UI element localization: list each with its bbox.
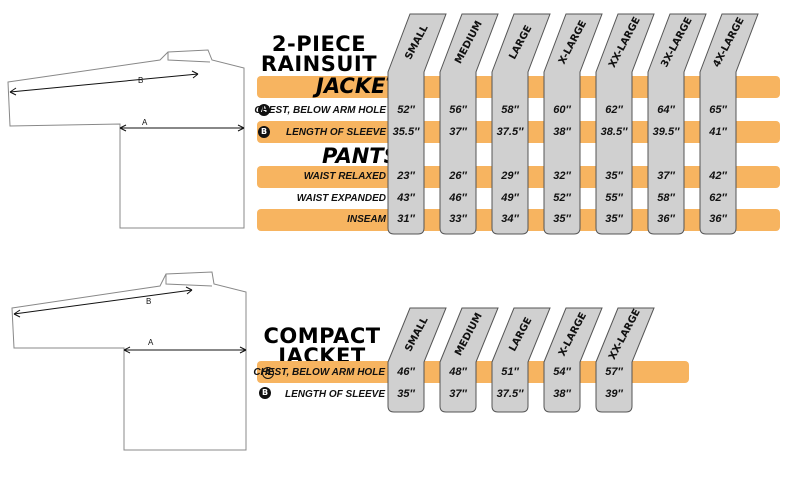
size-value: 60″ bbox=[553, 104, 571, 116]
size-value: 37″ bbox=[449, 388, 467, 400]
size-tab-shape bbox=[387, 13, 447, 235]
rainsuit-title-line1: 2-PIECE bbox=[271, 32, 367, 56]
size-value: 37″ bbox=[657, 170, 675, 182]
size-value: 56″ bbox=[449, 104, 467, 116]
compact-row-label-chest: CHEST, BELOW ARM HOLE bbox=[253, 367, 385, 378]
size-value: 39″ bbox=[605, 388, 623, 400]
size-value: 54″ bbox=[553, 366, 571, 378]
size-tab-shape bbox=[491, 307, 551, 413]
size-tab-shape bbox=[491, 13, 551, 235]
size-value: 43″ bbox=[397, 192, 415, 204]
dimension-a-label: A bbox=[148, 338, 154, 347]
size-value: 46″ bbox=[449, 192, 467, 204]
size-tab-shape bbox=[699, 13, 759, 235]
size-value: 42″ bbox=[709, 170, 727, 182]
size-value: 48″ bbox=[449, 366, 467, 378]
dimension-a-label: A bbox=[142, 118, 148, 127]
size-value: 35″ bbox=[397, 388, 415, 400]
size-value: 23″ bbox=[397, 170, 415, 182]
size-value: 33″ bbox=[449, 213, 467, 225]
size-value: 52″ bbox=[553, 192, 571, 204]
size-value: 37.5″ bbox=[496, 126, 524, 138]
size-value: 39.5″ bbox=[652, 126, 680, 138]
size-value: 38″ bbox=[553, 126, 571, 138]
dimension-b-label: B bbox=[138, 76, 144, 85]
size-value: 49″ bbox=[501, 192, 519, 204]
size-value: 35.5″ bbox=[392, 126, 420, 138]
size-value: 62″ bbox=[605, 104, 623, 116]
size-tab-shape bbox=[543, 307, 603, 413]
badge-b-icon: B bbox=[258, 126, 270, 138]
size-value: 37.5″ bbox=[496, 388, 524, 400]
size-value: 64″ bbox=[657, 104, 675, 116]
row-label-inseam: INSEAM bbox=[347, 214, 386, 225]
size-value: 46″ bbox=[397, 366, 415, 378]
jacket-section-label: JACKET bbox=[316, 74, 400, 98]
size-value: 26″ bbox=[449, 170, 467, 182]
size-value: 35″ bbox=[553, 213, 571, 225]
size-value: 29″ bbox=[501, 170, 519, 182]
rainsuit-title: 2-PIECE RAINSUIT bbox=[254, 32, 384, 76]
compact-title-line1: COMPACT bbox=[263, 324, 381, 348]
rainsuit-title-line2: RAINSUIT bbox=[260, 52, 378, 76]
size-value: 52″ bbox=[397, 104, 415, 116]
size-tab-shape bbox=[543, 13, 603, 235]
row-label-sleeve: LENGTH OF SLEEVE bbox=[285, 127, 386, 138]
size-value: 57″ bbox=[605, 366, 623, 378]
size-tab-shape bbox=[647, 13, 707, 235]
size-tab-shape bbox=[595, 307, 655, 413]
size-value: 55″ bbox=[605, 192, 623, 204]
size-value: 37″ bbox=[449, 126, 467, 138]
badge-a-icon: A bbox=[262, 367, 274, 379]
size-tab-shape bbox=[595, 13, 655, 235]
pants-section-label: PANTS bbox=[322, 144, 399, 168]
size-value: 36″ bbox=[657, 213, 675, 225]
dimension-b-label: B bbox=[146, 297, 152, 306]
jacket-diagram-top bbox=[7, 49, 245, 229]
size-value: 35″ bbox=[605, 213, 623, 225]
compact-title: COMPACT JACKET bbox=[262, 324, 382, 367]
size-tab-shape bbox=[387, 307, 447, 413]
size-value: 58″ bbox=[501, 104, 519, 116]
size-value: 34″ bbox=[501, 213, 519, 225]
jacket-diagram-bottom bbox=[11, 271, 247, 451]
badge-a-icon: A bbox=[258, 104, 270, 116]
row-label-chest: CHEST, BELOW ARM HOLE bbox=[254, 105, 386, 116]
row-label-waist-relaxed: WAIST RELAXED bbox=[303, 171, 386, 182]
size-value: 31″ bbox=[397, 213, 415, 225]
size-tab-shape bbox=[439, 307, 499, 413]
size-value: 41″ bbox=[709, 126, 727, 138]
size-value: 58″ bbox=[657, 192, 675, 204]
badge-b-icon: B bbox=[259, 387, 271, 399]
size-value: 35″ bbox=[605, 170, 623, 182]
size-value: 32″ bbox=[553, 170, 571, 182]
size-value: 38″ bbox=[553, 388, 571, 400]
size-value: 51″ bbox=[501, 366, 519, 378]
size-value: 62″ bbox=[709, 192, 727, 204]
size-value: 36″ bbox=[709, 213, 727, 225]
row-label-waist-expanded: WAIST EXPANDED bbox=[296, 193, 386, 204]
size-value: 38.5″ bbox=[600, 126, 628, 138]
compact-row-label-sleeve: LENGTH OF SLEEVE bbox=[284, 389, 385, 400]
size-value: 65″ bbox=[709, 104, 727, 116]
size-tab-shape bbox=[439, 13, 499, 235]
